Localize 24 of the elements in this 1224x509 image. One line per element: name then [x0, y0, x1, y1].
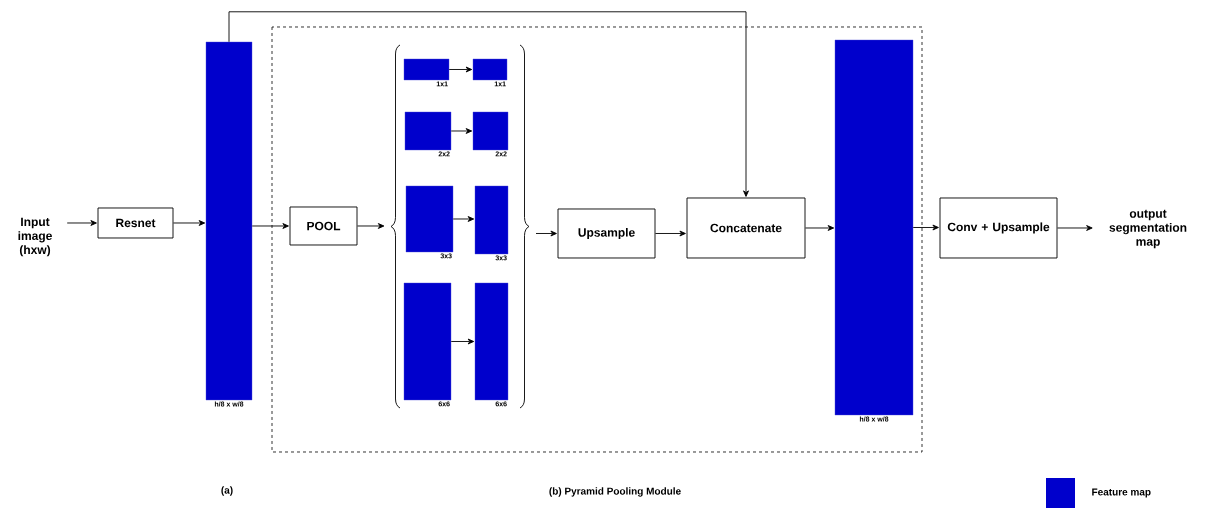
arrow — [912, 224, 939, 231]
process-box: Concatenate — [686, 197, 806, 259]
arrow — [228, 11, 749, 197]
arrow — [452, 216, 475, 222]
arrow — [357, 223, 385, 229]
process-box: POOL — [289, 206, 358, 246]
label-text: output segmentation map — [1109, 209, 1187, 249]
arrow — [535, 230, 557, 237]
arrow — [1057, 225, 1093, 231]
arrow — [805, 225, 835, 231]
label-text: Input image (hxw) — [18, 217, 52, 257]
legend-label: Feature map — [1092, 488, 1151, 498]
process-box: Upsample — [557, 208, 656, 259]
process-box: Conv + Upsample — [939, 197, 1058, 259]
arrow — [450, 338, 475, 345]
arrow — [448, 66, 473, 73]
caption: (b) Pyramid Pooling Module — [549, 487, 681, 497]
arrow — [173, 220, 206, 226]
arrow — [66, 220, 97, 226]
arrow — [251, 223, 289, 229]
process-box: Resnet — [97, 207, 174, 239]
arrow — [450, 128, 473, 134]
arrow — [655, 230, 686, 237]
caption: (a) — [221, 486, 233, 496]
